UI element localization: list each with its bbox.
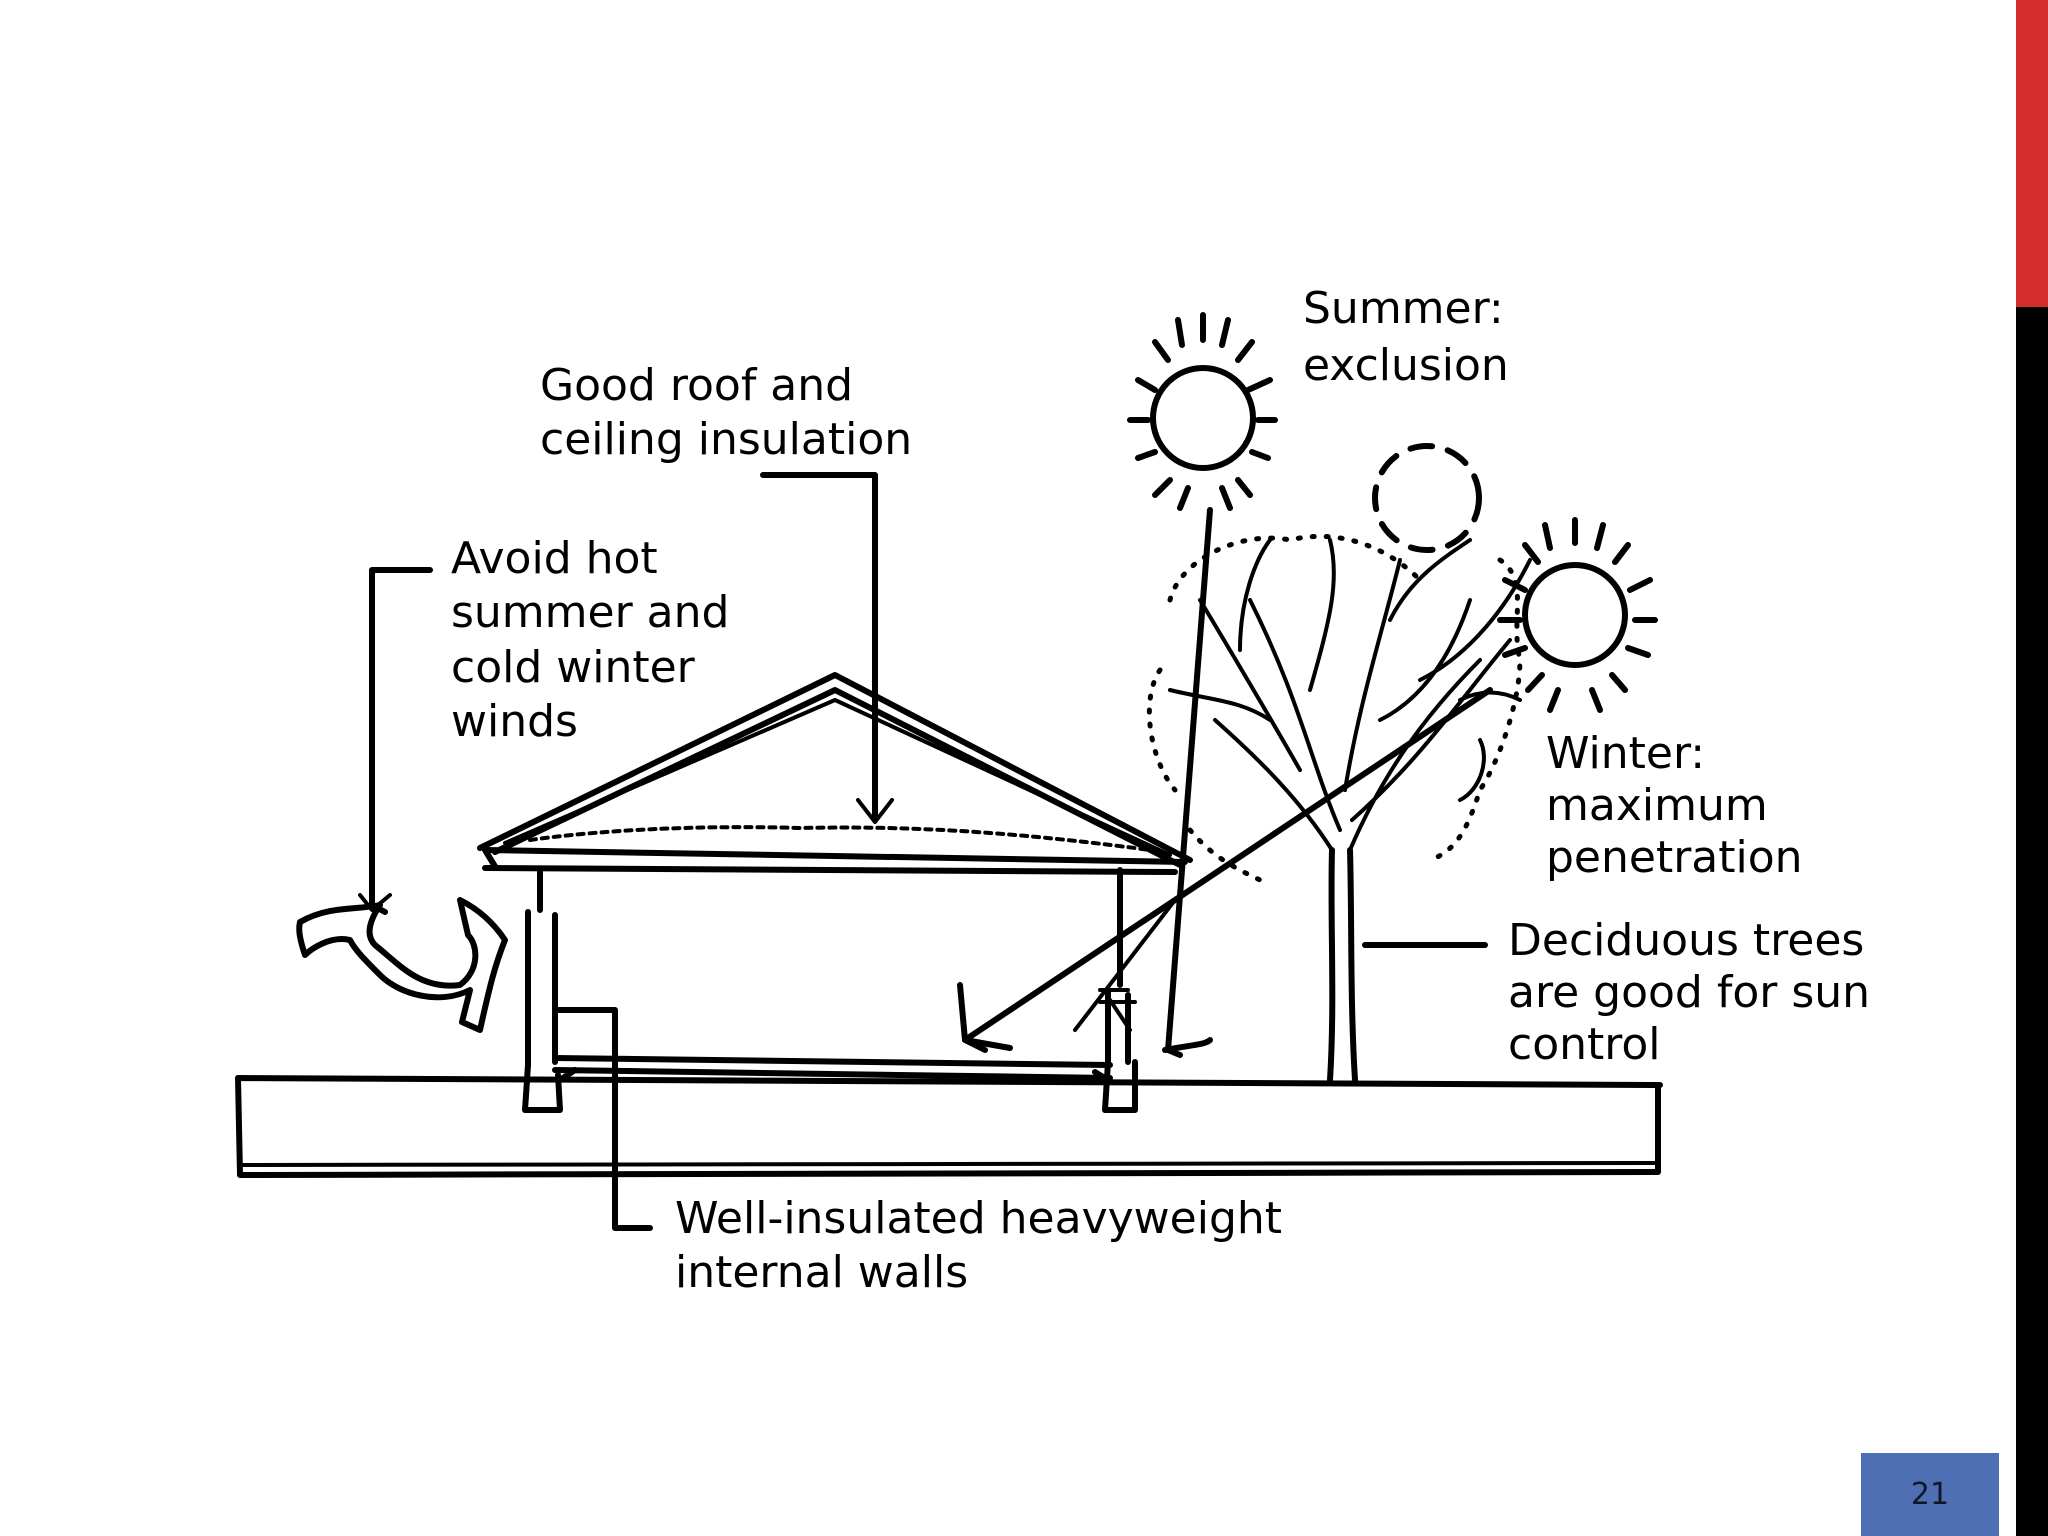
label-internal-walls: Well-insulated heavyweight internal wall… (675, 1193, 1282, 1298)
edge-accent-bar-red (2016, 0, 2048, 307)
svg-text:internal walls: internal walls (675, 1247, 968, 1298)
sun-ray-lines (957, 507, 1493, 1058)
label-deciduous-trees: Deciduous trees are good for sun control (1508, 915, 1870, 1070)
winter-sun-icon (1497, 517, 1658, 713)
svg-text:control: control (1508, 1019, 1661, 1070)
svg-text:Summer:: Summer: (1303, 283, 1504, 334)
leader-lines (358, 472, 1488, 1231)
wind-arrow-icon (296, 897, 508, 1033)
svg-text:Good roof and: Good roof and (540, 360, 853, 411)
house-section-icon (477, 672, 1193, 1113)
svg-text:are good for sun: are good for sun (1508, 967, 1870, 1018)
svg-text:Avoid hot: Avoid hot (451, 533, 658, 584)
label-summer: Summer: exclusion (1303, 283, 1509, 391)
svg-text:summer and: summer and (451, 587, 729, 638)
page-number-badge: 21 (1861, 1453, 1999, 1536)
svg-text:maximum: maximum (1546, 780, 1768, 831)
svg-text:penetration: penetration (1546, 832, 1803, 883)
summer-sun-icon (1127, 312, 1278, 511)
svg-text:Winter:: Winter: (1546, 728, 1705, 779)
svg-text:ceiling insulation: ceiling insulation (540, 414, 912, 465)
label-wind: Avoid hot summer and cold winter winds (451, 533, 729, 747)
label-roof-insulation: Good roof and ceiling insulation (540, 360, 912, 465)
svg-text:Well-insulated heavyweight: Well-insulated heavyweight (675, 1193, 1282, 1244)
label-winter: Winter: maximum penetration (1546, 728, 1803, 883)
svg-text:cold winter: cold winter (451, 642, 696, 693)
deciduous-tree-icon (1146, 533, 1532, 1083)
edge-accent-bar-black (2016, 307, 2048, 1536)
ground-section (235, 1075, 1663, 1178)
svg-text:winds: winds (451, 696, 578, 747)
mid-season-sun-icon (1372, 443, 1482, 553)
svg-text:exclusion: exclusion (1303, 340, 1509, 391)
svg-text:Deciduous trees: Deciduous trees (1508, 915, 1864, 966)
